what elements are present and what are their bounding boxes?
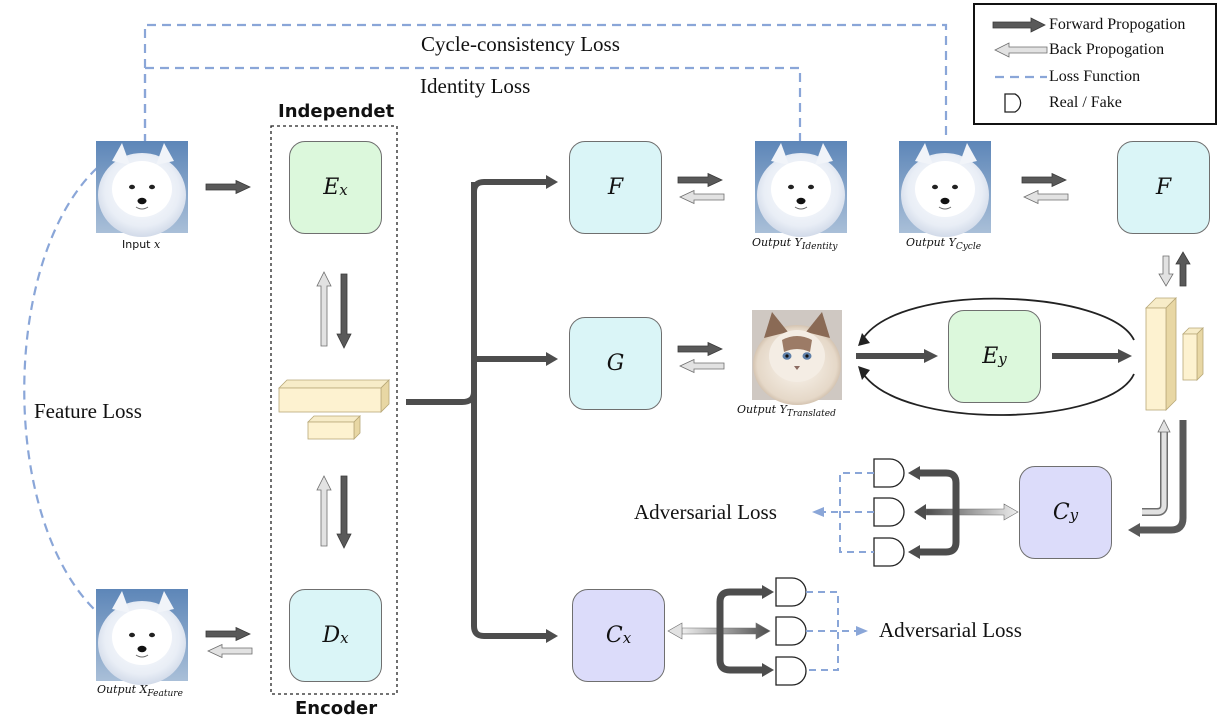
cx-gate-arrow: [667, 622, 771, 640]
forward-arrow: [205, 180, 251, 194]
adversarial-loss-y-lines: [822, 472, 874, 553]
forward-arrow: [1021, 173, 1067, 187]
loss-line-icon: [995, 75, 1047, 79]
dx-feature-arrows: [316, 475, 352, 549]
output-identity-image: [754, 140, 848, 238]
cx-symbol: C: [605, 623, 623, 648]
f-module-top: F: [569, 141, 662, 234]
output-translated-image: [752, 310, 842, 405]
output-cycle-image: [898, 140, 992, 238]
real-fake-gate-icon: [873, 458, 905, 567]
input-caption-var: x: [153, 238, 161, 251]
legend-realfake-label: Real / Fake: [1049, 94, 1122, 111]
encoder-title-top: Independet: [278, 101, 395, 122]
g-symbol: G: [606, 351, 625, 376]
cy-feedback-arrows: [1128, 419, 1187, 537]
input-caption: Input x: [122, 238, 160, 251]
output-translated-caption: Output YTranslated: [737, 403, 836, 419]
cy-gate-arrow: [914, 503, 1019, 521]
output-feature-image: [95, 588, 189, 686]
real-fake-gate-icon: [775, 577, 807, 686]
output-cycle-caption-sub: Cycle: [955, 242, 982, 253]
output-translated-caption-text: Output Y: [737, 403, 787, 416]
legend-back-label: Back Propogation: [1049, 41, 1165, 58]
cy-symbol: C: [1052, 500, 1070, 525]
legend-loss: Loss Function: [975, 65, 1215, 89]
legend-realfake: Real / Fake: [975, 91, 1215, 115]
cycle-consistency-loss-line: [143, 23, 948, 143]
forward-arrow: [1175, 251, 1191, 287]
output-translated-caption-sub: Translated: [786, 409, 836, 420]
encoder-title-bottom: Encoder: [295, 698, 378, 719]
g-module: G: [569, 317, 662, 410]
output-identity-caption: Output YIdentity: [752, 236, 837, 252]
back-arrow-icon: [994, 42, 1048, 58]
adversarial-loss-y-label: Adversarial Loss: [634, 500, 777, 524]
back-arrow: [679, 190, 725, 204]
output-identity-caption-text: Output Y: [752, 236, 802, 249]
back-arrow: [679, 359, 725, 373]
cx-subscript: x: [622, 628, 632, 647]
output-identity-caption-sub: Identity: [801, 242, 838, 253]
feature-loss-line: [23, 167, 98, 613]
f-module-right: F: [1117, 141, 1210, 234]
f-symbol: F: [607, 175, 624, 200]
real-fake-gate-icon: [1004, 93, 1022, 113]
ex-feature-arrows: [316, 271, 352, 349]
cy-subscript: y: [1069, 505, 1079, 524]
feature-block-icon: [1145, 297, 1204, 411]
back-arrow: [1023, 190, 1069, 204]
f-right-symbol: F: [1155, 175, 1172, 200]
identity-loss-label: Identity Loss: [420, 74, 531, 98]
legend-loss-label: Loss Function: [1049, 68, 1141, 85]
forward-arrow: [205, 627, 251, 641]
cycle-loop-arrows: [861, 297, 1135, 416]
feature-loss-label: Feature Loss: [34, 399, 142, 423]
dx-subscript: x: [340, 628, 349, 647]
legend-forward-label: Forward Propogation: [1049, 16, 1186, 33]
input-image: [95, 140, 189, 238]
feature-block-icon: [278, 379, 390, 440]
legend: Forward Propogation Back Propogation Los…: [973, 3, 1217, 125]
ey-symbol: E: [982, 344, 999, 369]
identity-loss-line: [143, 66, 802, 143]
input-caption-text: Input: [122, 238, 154, 251]
forward-arrow: [677, 342, 723, 356]
ey-subscript: y: [998, 349, 1007, 368]
adversarial-loss-x-lines: [806, 591, 858, 671]
output-cycle-caption: Output YCycle: [906, 236, 981, 252]
forward-arrow: [677, 173, 723, 187]
output-feature-caption: Output XFeature: [97, 683, 183, 699]
encoder-frame: [270, 125, 398, 695]
ex-symbol: E: [323, 175, 340, 200]
output-cycle-caption-text: Output Y: [906, 236, 956, 249]
dx-symbol: D: [322, 623, 341, 648]
legend-forward: Forward Propogation: [975, 13, 1215, 37]
back-arrow: [207, 644, 253, 658]
branch-arrow: [406, 179, 548, 639]
legend-back: Back Propogation: [975, 38, 1215, 62]
cycle-consistency-loss-label: Cycle-consistency Loss: [421, 32, 620, 56]
back-arrow: [1158, 255, 1174, 287]
output-feature-caption-text: Output X: [97, 683, 148, 696]
ex-subscript: x: [339, 180, 348, 199]
output-feature-caption-sub: Feature: [147, 689, 183, 700]
adversarial-loss-x-label: Adversarial Loss: [879, 618, 1022, 642]
forward-arrow-icon: [992, 17, 1046, 33]
